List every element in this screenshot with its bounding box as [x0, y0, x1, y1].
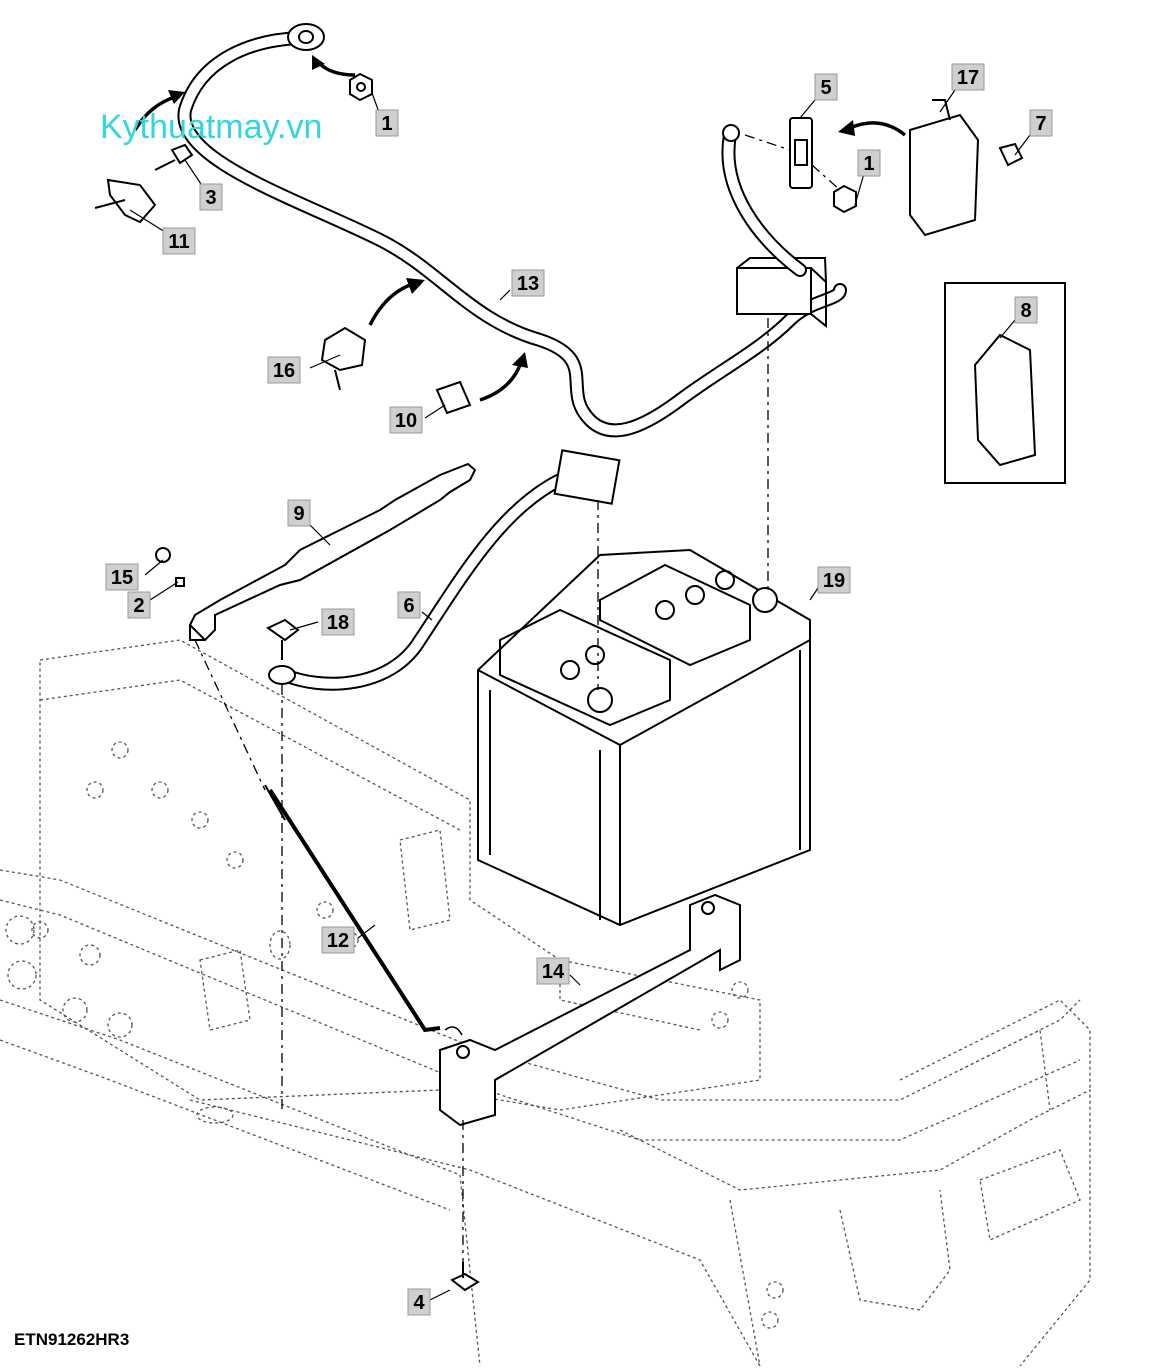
callout-19: 19 — [817, 566, 851, 594]
callout-17: 17 — [951, 63, 985, 91]
svg-text:4: 4 — [413, 1292, 425, 1314]
callout-labels: 1 1 2 3 4 5 6 7 8 9 10 11 12 13 14 15 16… — [105, 63, 1053, 1316]
svg-text:18: 18 — [327, 612, 349, 634]
callout-13: 13 — [511, 269, 545, 297]
callout-1a: 1 — [375, 109, 399, 137]
callout-10: 10 — [389, 406, 423, 434]
bracket-9 — [188, 462, 477, 642]
svg-text:9: 9 — [293, 503, 304, 525]
svg-text:7: 7 — [1035, 113, 1046, 135]
svg-text:2: 2 — [133, 595, 144, 617]
callout-4: 4 — [407, 1288, 431, 1316]
callout-18: 18 — [321, 608, 355, 636]
leader-lines — [129, 89, 1031, 1301]
svg-text:12: 12 — [327, 930, 349, 952]
callout-11: 11 — [162, 227, 196, 255]
callout-14: 14 — [536, 957, 570, 985]
hold-down-bar-14 — [439, 893, 741, 1127]
hardware-parts — [94, 72, 1066, 1292]
svg-text:8: 8 — [1020, 300, 1031, 322]
alignment-lines — [194, 134, 841, 1265]
svg-text:14: 14 — [542, 961, 565, 983]
callout-6: 6 — [397, 591, 421, 619]
svg-text:6: 6 — [403, 595, 414, 617]
direction-arrows — [133, 55, 907, 1036]
callout-5: 5 — [814, 73, 838, 101]
callout-9: 9 — [287, 499, 311, 527]
rod-12 — [264, 784, 441, 1033]
svg-text:16: 16 — [273, 360, 295, 382]
fusible-link-cable — [721, 124, 807, 277]
callout-16: 16 — [267, 356, 301, 384]
battery-19 — [477, 548, 811, 927]
callout-8: 8 — [1014, 296, 1038, 324]
svg-text:1: 1 — [381, 113, 392, 135]
callout-2: 2 — [127, 591, 151, 619]
svg-text:10: 10 — [395, 410, 417, 432]
callout-7: 7 — [1029, 109, 1053, 137]
svg-text:5: 5 — [820, 77, 831, 99]
cable-6 — [268, 449, 621, 691]
figure-id: ETN91262HR3 — [14, 1330, 129, 1349]
callout-15: 15 — [105, 563, 139, 591]
svg-text:19: 19 — [823, 570, 845, 592]
callout-1b: 1 — [857, 149, 881, 177]
svg-text:13: 13 — [517, 273, 539, 295]
svg-text:11: 11 — [168, 231, 189, 253]
svg-text:1: 1 — [863, 153, 874, 175]
svg-text:17: 17 — [957, 67, 979, 89]
watermark-text: Kythuatmay.vn — [100, 108, 322, 146]
callout-3: 3 — [199, 183, 223, 211]
svg-text:15: 15 — [111, 567, 133, 589]
callout-12: 12 — [321, 926, 355, 954]
tractor-frame-ghost — [0, 639, 1091, 1367]
svg-text:3: 3 — [205, 187, 216, 209]
